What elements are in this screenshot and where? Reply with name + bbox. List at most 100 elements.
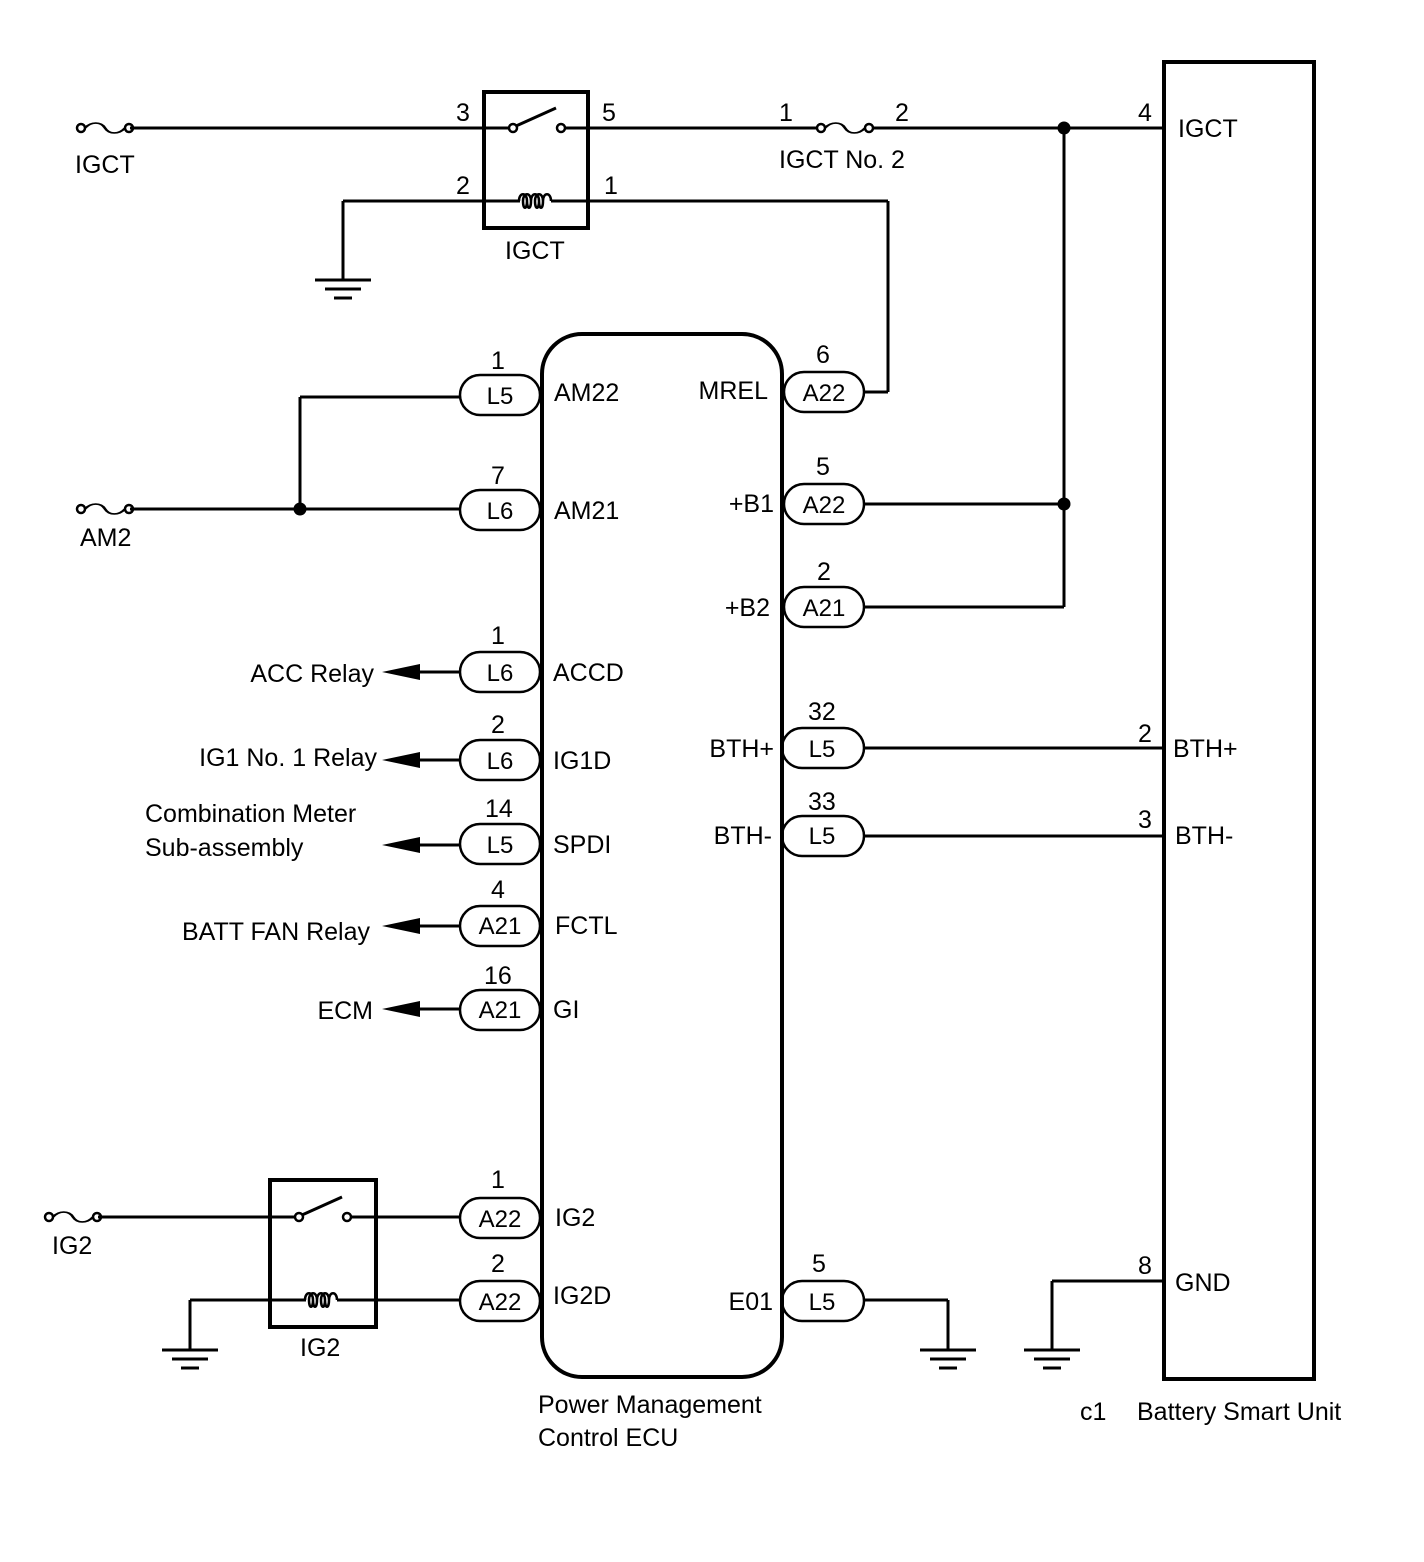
connector-label: L5	[809, 1289, 836, 1316]
connector-label: L5	[809, 823, 836, 850]
ecu-name-line1: Power Management	[538, 1391, 762, 1419]
dest-batt-fan-relay: BATT FAN Relay	[182, 918, 371, 946]
relay-switch-contact	[301, 1195, 343, 1217]
signal-label: IG2D	[553, 1282, 611, 1310]
pin-label: 2	[1138, 720, 1152, 748]
pin-label: 5	[816, 453, 830, 481]
connector-label: A22	[803, 492, 846, 519]
signal-label: MREL	[699, 377, 769, 405]
fuse-igct-no2	[815, 121, 875, 135]
relay-coil	[303, 1292, 339, 1308]
arrow-icon	[382, 664, 420, 680]
pin-label: 2	[817, 558, 831, 586]
relay-igct-label: IGCT	[505, 237, 565, 265]
signal-label: AM22	[554, 379, 619, 407]
pin-label: 33	[808, 788, 836, 816]
signal-label: +B2	[725, 594, 770, 622]
connector-badge	[782, 585, 866, 629]
connector-label: L6	[487, 660, 514, 687]
relay-ig2	[268, 1178, 378, 1329]
dest-combination-meter-line1: Combination Meter	[145, 800, 356, 828]
relay-coil	[517, 193, 553, 209]
connector-badge	[458, 373, 542, 417]
pin-label: 2	[456, 172, 470, 200]
arrow-icon	[382, 837, 420, 853]
pin-label: 1	[491, 1166, 505, 1194]
pin-label: 16	[484, 962, 512, 990]
dest-combination-meter-line2: Sub-assembly	[145, 834, 304, 862]
pin-label: 1	[604, 172, 618, 200]
dest-ig1-relay: IG1 No. 1 Relay	[199, 744, 377, 772]
signal-label: BTH+	[709, 735, 774, 763]
relay-igct	[482, 90, 590, 230]
pin-label: 4	[1138, 99, 1152, 127]
pin-label: 2	[491, 711, 505, 739]
arrow-icon	[382, 918, 420, 934]
ground-symbol	[313, 278, 373, 300]
pin-label: 6	[816, 341, 830, 369]
signal-label: IG2	[555, 1204, 595, 1232]
signal-label: GND	[1175, 1269, 1231, 1297]
pin-label: 8	[1138, 1252, 1152, 1280]
dest-acc-relay: ACC Relay	[250, 660, 374, 688]
relay-switch-contact	[515, 106, 557, 128]
signal-label: IGCT	[1178, 115, 1238, 143]
connector-label: A21	[479, 997, 522, 1024]
ecu-name-line2: Control ECU	[538, 1424, 678, 1452]
signal-label: E01	[729, 1288, 773, 1316]
dest-ecm: ECM	[317, 997, 373, 1025]
fuse-igct	[75, 121, 135, 135]
connector-label: L5	[809, 736, 836, 763]
connector-badge	[782, 370, 866, 414]
signal-label: BTH-	[1175, 822, 1233, 850]
connector-label: A22	[479, 1206, 522, 1233]
pin-label: 32	[808, 698, 836, 726]
bsu-name: Battery Smart Unit	[1137, 1398, 1341, 1426]
connector-badge	[782, 482, 866, 526]
connector-label: L6	[487, 748, 514, 775]
pin-label: 1	[491, 347, 505, 375]
signal-label: AM21	[554, 497, 619, 525]
signal-label: ACCD	[553, 659, 624, 687]
connector-label: A21	[479, 913, 522, 940]
ground-symbol	[160, 1348, 220, 1370]
ground-symbol	[918, 1348, 978, 1370]
pin-label: 7	[491, 462, 505, 490]
fuse-ig2-label: IG2	[52, 1232, 92, 1260]
signal-label: BTH-	[714, 822, 772, 850]
connector-label: A22	[479, 1289, 522, 1316]
connector-label: L5	[487, 383, 514, 410]
connector-label: L6	[487, 498, 514, 525]
pin-label: 2	[895, 99, 909, 127]
pin-label: 14	[485, 795, 513, 823]
pin-label: 1	[491, 622, 505, 650]
ground-symbol	[1022, 1348, 1082, 1370]
pin-label: 3	[1138, 806, 1152, 834]
pin-label: 5	[812, 1250, 826, 1278]
connector-label: L5	[487, 832, 514, 859]
fuse-igct-no2-label: IGCT No. 2	[779, 146, 905, 174]
connector-label: A21	[803, 595, 846, 622]
connector-label: A22	[803, 380, 846, 407]
fuse-ig2	[43, 1210, 103, 1224]
signal-label: SPDI	[553, 831, 611, 859]
pin-label: 5	[602, 99, 616, 127]
pin-label: 2	[491, 1250, 505, 1278]
battery-smart-unit	[1162, 60, 1316, 1381]
signal-label: IG1D	[553, 747, 611, 775]
fuse-am2	[75, 502, 135, 516]
signal-label: BTH+	[1173, 735, 1238, 763]
relay-ig2-label: IG2	[300, 1334, 340, 1362]
fuse-am2-label: AM2	[80, 524, 131, 552]
signal-label: +B1	[729, 490, 774, 518]
signal-label: GI	[553, 996, 579, 1024]
fuse-igct-label: IGCT	[75, 151, 135, 179]
pin-label: 3	[456, 99, 470, 127]
pin-label: 1	[779, 99, 793, 127]
signal-label: FCTL	[555, 912, 618, 940]
power-management-ecu	[540, 332, 784, 1379]
arrow-icon	[382, 752, 420, 768]
arrow-icon	[382, 1001, 420, 1017]
pin-label: 4	[491, 876, 505, 904]
